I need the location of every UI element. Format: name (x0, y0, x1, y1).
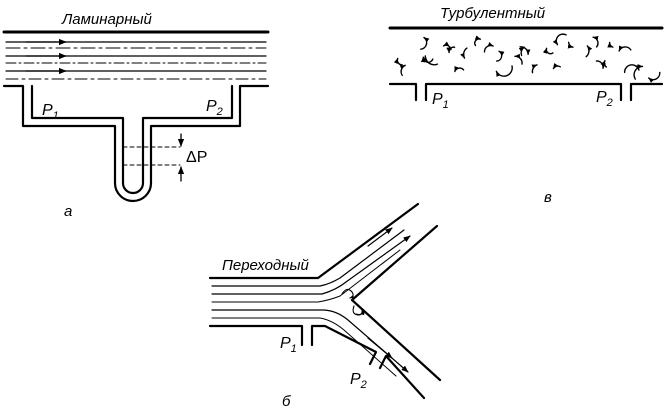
transitional-streamline (211, 229, 405, 287)
turbulent-tap-right-wall (629, 82, 664, 102)
turbulent-eddy-arrow (600, 60, 607, 68)
transitional-panel-letter: б (282, 393, 291, 410)
turbulent-eddy-arrow (454, 65, 465, 73)
turbulent-eddy-arrow (460, 47, 468, 59)
turbulent-eddies (393, 33, 661, 84)
turbulent-eddy-arrow (567, 41, 574, 49)
panel-turbulent: Турбулентный P1 P2 в (388, 5, 664, 206)
laminar-p2-label: P2 (206, 98, 223, 118)
transitional-streamline (211, 317, 397, 377)
transitional-pipe-top-wall (208, 202, 420, 280)
panel-transitional: Переходный P1 P2 б (208, 202, 442, 410)
turbulent-eddy-arrow (474, 35, 482, 47)
turbulent-eddy-arrow (552, 63, 561, 70)
turbulent-tap-left-wall (388, 82, 418, 102)
laminar-delta-p-label: ΔP (186, 149, 207, 166)
transitional-vortex (355, 310, 365, 316)
turbulent-eddy-arrow (495, 65, 513, 77)
turbulent-title: Турбулентный (440, 5, 546, 22)
transitional-vortex (341, 288, 355, 299)
turbulent-p2-label: P2 (596, 89, 613, 109)
turbulent-bottom-wall (424, 82, 623, 102)
turbulent-eddy-arrow (399, 64, 406, 76)
laminar-manometer-tube (30, 84, 234, 195)
transitional-streamlines (211, 227, 411, 377)
transitional-streamline (211, 249, 401, 303)
turbulent-eddy-arrow (483, 41, 494, 53)
transitional-p2-label: P2 (350, 371, 367, 391)
turbulent-eddy-arrow (514, 53, 523, 65)
turbulent-eddy-arrow (595, 60, 607, 69)
turbulent-eddy-arrow (618, 45, 632, 52)
turbulent-eddy-arrow (607, 41, 614, 48)
laminar-panel-letter: а (64, 203, 72, 220)
transitional-p1-label: P1 (280, 335, 297, 355)
transitional-pipe-bottom-wall (378, 354, 426, 400)
turbulent-eddy-arrow (542, 47, 554, 55)
turbulent-eddy-arrow (393, 57, 403, 66)
transitional-pipe-inner-wall (350, 224, 442, 382)
laminar-streamlines (5, 38, 267, 80)
turbulent-eddy-arrow (423, 55, 439, 66)
turbulent-eddy-arrow (420, 36, 430, 50)
turbulent-eddy-arrow (648, 71, 661, 84)
panel-laminar: Ламинарный ΔP P1 P2 а (2, 11, 270, 220)
turbulent-eddy-arrow (592, 35, 599, 48)
turbulent-eddy-arrow (585, 45, 593, 58)
turbulent-panel-letter: в (544, 189, 552, 206)
turbulent-eddy-arrow (552, 33, 567, 46)
transitional-tap-p2-left (310, 324, 378, 366)
transitional-streamline (211, 309, 409, 373)
turbulent-eddy-arrow (519, 46, 531, 56)
transitional-streamline (211, 235, 411, 295)
laminar-p1-label: P1 (42, 102, 59, 122)
turbulent-eddy-arrow (496, 50, 505, 62)
turbulent-eddy-arrow (531, 64, 538, 74)
transitional-flow-arrow (367, 227, 393, 247)
laminar-pipe-bottom-wall (2, 84, 270, 203)
turbulent-p1-label: P1 (432, 91, 449, 111)
laminar-title: Ламинарный (61, 11, 152, 28)
turbulent-eddy-arrow (518, 46, 525, 57)
turbulent-eddy-arrow (446, 46, 456, 54)
transitional-tap-p1-left (208, 324, 304, 347)
transitional-title: Переходный (222, 257, 309, 274)
transitional-flow-arrow (367, 337, 393, 359)
turbulent-eddy-arrow (633, 64, 644, 80)
